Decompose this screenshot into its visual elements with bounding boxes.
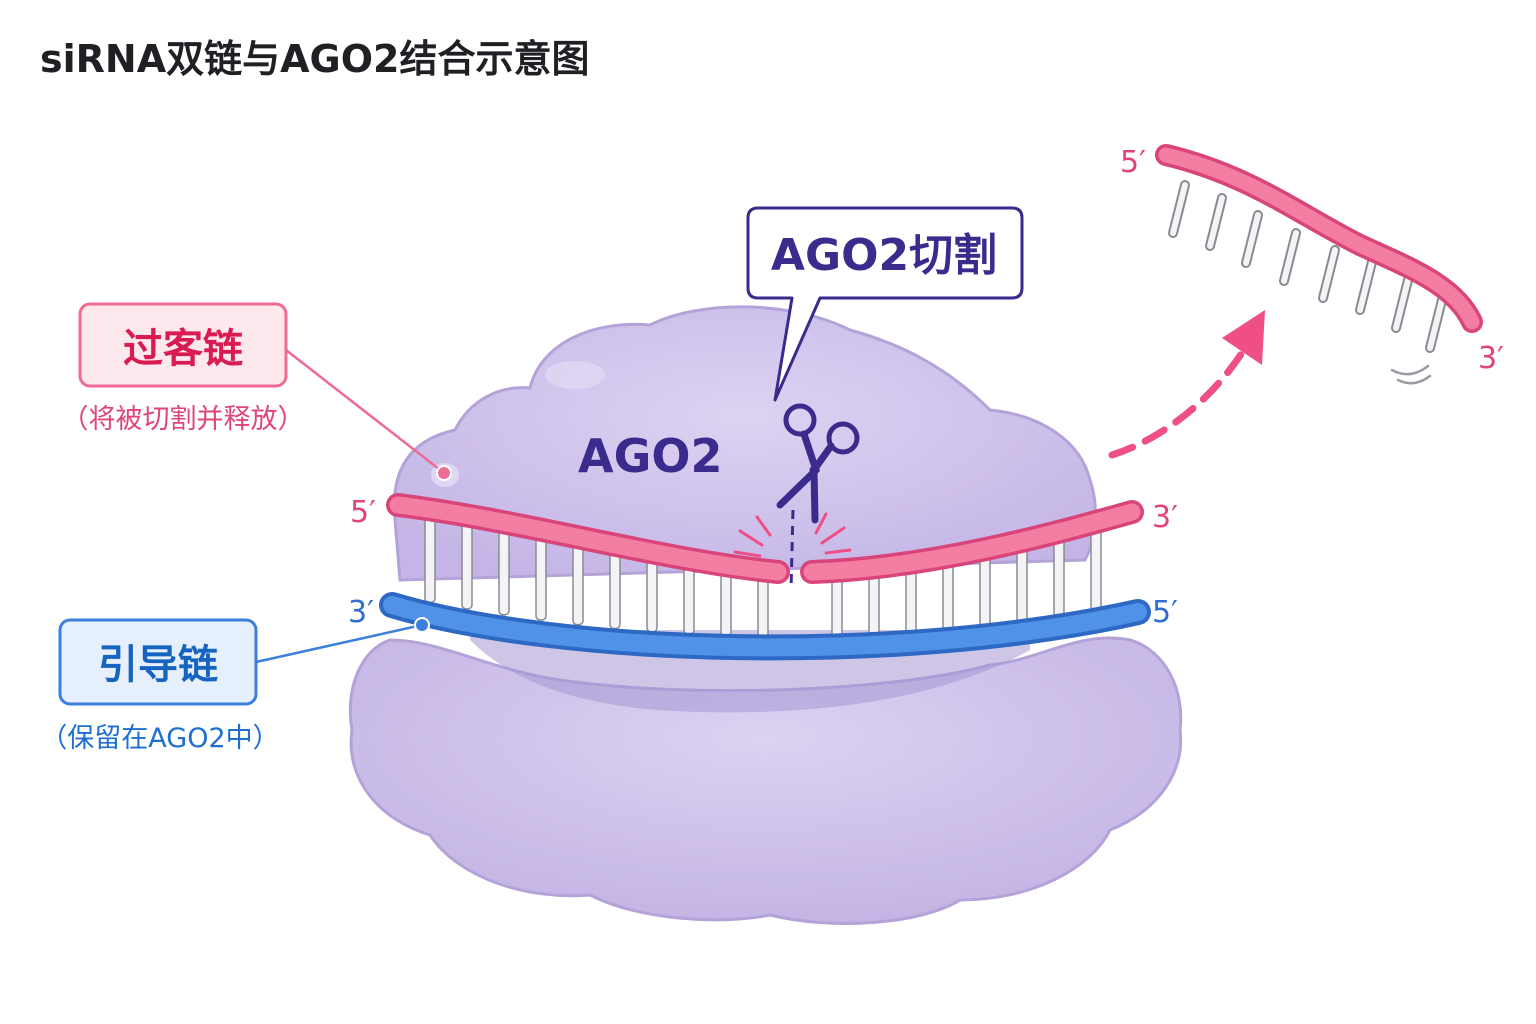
release-arrowhead [1222, 310, 1265, 365]
passenger-strand-left-fill [389, 496, 787, 581]
released-fragment-fill [1158, 147, 1480, 330]
motion-lines [1390, 364, 1432, 385]
scissors-icon [776, 403, 860, 524]
release-arrow [1108, 336, 1254, 459]
passenger-strand-label: 过客链 [123, 326, 243, 372]
base-pair-rung [1053, 536, 1065, 618]
base-pair-rung [572, 544, 584, 626]
fragment-3prime-label: 3′ [1478, 341, 1504, 376]
base-pair-rung [424, 516, 436, 604]
base-pairs [424, 516, 1102, 638]
fragment-rung [1357, 259, 1375, 313]
page-title: siRNA双链与AGO2结合示意图 [40, 37, 589, 81]
base-pair-rung [905, 568, 917, 635]
base-pair-rung [831, 577, 843, 638]
base-pair-rung [646, 560, 658, 633]
base-pair-rung [757, 577, 769, 638]
guide-3prime-label: 3′ [348, 595, 374, 630]
fragment-base-pairs [1168, 180, 1447, 353]
cleavage-callout: AGO2切割 [746, 206, 1024, 402]
fragment-rung [1427, 297, 1445, 351]
protein-label: AGO2 [578, 429, 722, 483]
passenger-label-group: 过客链 （将被切割并释放） [62, 302, 452, 481]
passenger-strand-note: （将被切割并释放） [62, 404, 305, 435]
base-pair-rung [609, 552, 621, 630]
fragment-rung [1281, 230, 1299, 284]
guide-strand-fill [383, 596, 1147, 657]
base-pair-rung [498, 529, 510, 616]
passenger-3prime-label: 3′ [1152, 500, 1178, 535]
cleavage-sparks [733, 512, 852, 558]
base-pair-rung [868, 573, 880, 637]
base-pair-rung [535, 536, 547, 621]
base-pair-rung [979, 553, 991, 628]
base-pair-rung [683, 566, 695, 635]
cleavage-callout-text: AGO2切割 [771, 230, 997, 281]
base-pair-rung [461, 522, 473, 610]
passenger-strand-right-fill [803, 503, 1141, 581]
base-pair-rung [942, 561, 954, 632]
fragment-rung [1393, 277, 1411, 331]
guide-strand-note: （保留在AGO2中） [40, 723, 279, 754]
fragment-rung [1320, 247, 1338, 301]
guide-strand-label: 引导链 [98, 642, 218, 688]
cleavage-dashed-line [789, 509, 795, 591]
guide-5prime-label: 5′ [1152, 595, 1178, 630]
fragment-5prime-label: 5′ [1120, 145, 1146, 180]
fragment-rung [1170, 182, 1188, 236]
guide-label-group: 引导链 （保留在AGO2中） [40, 617, 430, 754]
protein-highlight [545, 361, 605, 389]
passenger-5prime-label: 5′ [350, 495, 376, 530]
base-pair-rung [1016, 544, 1028, 623]
base-pair-rung [720, 572, 732, 637]
fragment-rung [1243, 212, 1261, 266]
fragment-rung [1207, 195, 1225, 249]
base-pair-rung [1090, 527, 1102, 612]
